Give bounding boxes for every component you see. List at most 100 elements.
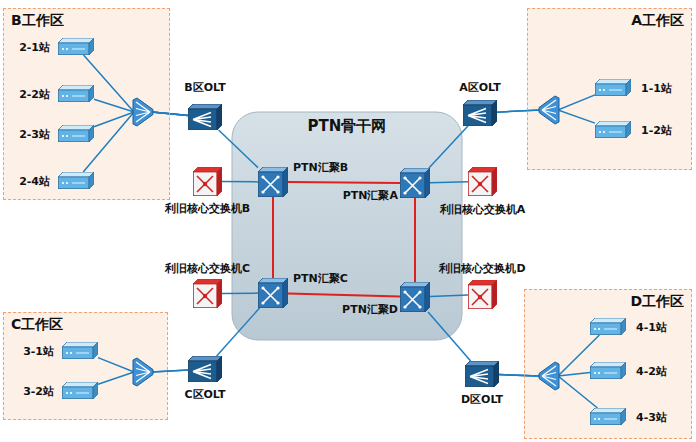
icon-port <box>604 419 617 420</box>
device-label: D区OLT <box>461 392 503 407</box>
device-label: C区OLT <box>184 387 225 402</box>
icon-light <box>66 352 68 354</box>
icon-light <box>62 182 64 184</box>
device-icon <box>590 318 626 335</box>
device-icon <box>400 168 430 198</box>
fiber-link <box>430 295 468 296</box>
icon-port <box>76 393 89 394</box>
icon-light <box>66 135 68 137</box>
icon-front <box>400 173 425 198</box>
device-icon <box>188 104 222 130</box>
icon-arrows <box>472 176 488 192</box>
icon-arrows <box>197 176 213 192</box>
icon-front <box>468 285 492 309</box>
onu-station: 4-1站 <box>590 318 626 335</box>
device-label: PTN汇聚B <box>293 160 348 175</box>
backbone-fill <box>232 112 462 340</box>
label-holder: PTN汇聚A <box>343 188 398 203</box>
icon-top <box>590 318 626 323</box>
onu-station: 2-2站 <box>58 85 94 102</box>
icon-light <box>598 328 600 330</box>
ptn-node: PTN汇聚D <box>400 282 430 312</box>
icon-arrow-end <box>276 175 279 178</box>
icon-front <box>188 361 217 382</box>
icon-side <box>217 104 222 130</box>
device-icon <box>590 408 626 425</box>
icon-arrows <box>197 288 213 304</box>
ptn-node: PTN汇聚C <box>258 278 288 308</box>
onu-station: 4-3站 <box>590 408 626 425</box>
fiber-link <box>217 308 260 356</box>
label-holder: 4-2站 <box>636 363 667 378</box>
core-switch: 利旧核心交换机A <box>468 167 497 196</box>
icon-side <box>626 79 631 96</box>
label-holder: C区OLT <box>184 387 225 402</box>
icon-port <box>72 136 85 137</box>
icon-port <box>76 353 89 354</box>
device-icon <box>595 121 631 138</box>
onu-station: 2-3站 <box>58 125 94 142</box>
icon-front <box>590 367 621 379</box>
label-holder: 4-1站 <box>636 319 667 334</box>
device-label: B区OLT <box>184 80 225 95</box>
region-fill <box>527 8 692 170</box>
label-holder: 2-2站 <box>19 86 50 101</box>
device-label: 2-1站 <box>19 39 50 54</box>
icon-top <box>595 121 631 126</box>
icon-front <box>258 283 283 308</box>
device-label: 4-3站 <box>636 409 667 424</box>
onu-station: 3-2站 <box>62 382 98 399</box>
onu-station: 1-1站 <box>595 79 631 96</box>
icon-top <box>58 125 94 130</box>
device-label: 3-1站 <box>23 343 54 358</box>
device-icon <box>188 356 222 382</box>
area-title: PTN骨干网 <box>232 112 462 136</box>
label-holder: 2-1站 <box>19 39 50 54</box>
icon-arrows <box>472 289 488 305</box>
icon-side <box>492 100 497 126</box>
icon-arrow-end <box>276 286 279 289</box>
core-switch: 利旧核心交换机D <box>468 280 497 309</box>
icon-side <box>492 280 497 309</box>
icon-side <box>89 125 94 142</box>
icon-arrow-end <box>403 290 406 293</box>
olt-device: C区OLT <box>188 356 222 382</box>
device-label: 2-3站 <box>19 126 50 141</box>
icon-port <box>72 183 85 184</box>
icon-front <box>463 105 492 126</box>
icon-side <box>425 282 430 312</box>
area-title: A工作区 <box>527 8 692 30</box>
icon-top <box>590 408 626 413</box>
icon-arrow-end <box>418 191 421 194</box>
icon-front <box>465 366 494 387</box>
icon-light <box>594 418 596 420</box>
label-holder: 3-1站 <box>23 343 54 358</box>
device-icon <box>58 125 94 142</box>
icon-light <box>66 182 68 184</box>
icon-splitter-mark <box>193 113 211 127</box>
device-label: PTN汇聚D <box>342 302 398 317</box>
icon-front <box>258 172 283 197</box>
area-title: B工作区 <box>3 8 170 30</box>
label-holder: 利旧核心交换机A <box>440 202 526 217</box>
icon-side <box>93 382 98 399</box>
icon-side <box>89 85 94 102</box>
icon-port <box>609 90 622 91</box>
icon-light <box>599 131 601 133</box>
label-holder: 2-3站 <box>19 126 50 141</box>
icon-front <box>62 387 93 399</box>
icon-light <box>62 135 64 137</box>
olt-device: B区OLT <box>188 104 222 130</box>
work-area: B工作区2-1站2-2站2-3站2-4站 <box>3 8 170 200</box>
icon-light <box>598 372 600 374</box>
device-icon <box>400 282 430 312</box>
device-icon <box>62 382 98 399</box>
icon-hub <box>203 294 207 298</box>
label-holder: 利旧核心交换机D <box>439 261 525 276</box>
onu-station: 1-2站 <box>595 121 631 138</box>
label-holder: 利旧核心交换机C <box>165 261 250 276</box>
icon-side <box>626 121 631 138</box>
icon-side <box>621 318 626 335</box>
icon-arrow-end <box>418 176 421 179</box>
